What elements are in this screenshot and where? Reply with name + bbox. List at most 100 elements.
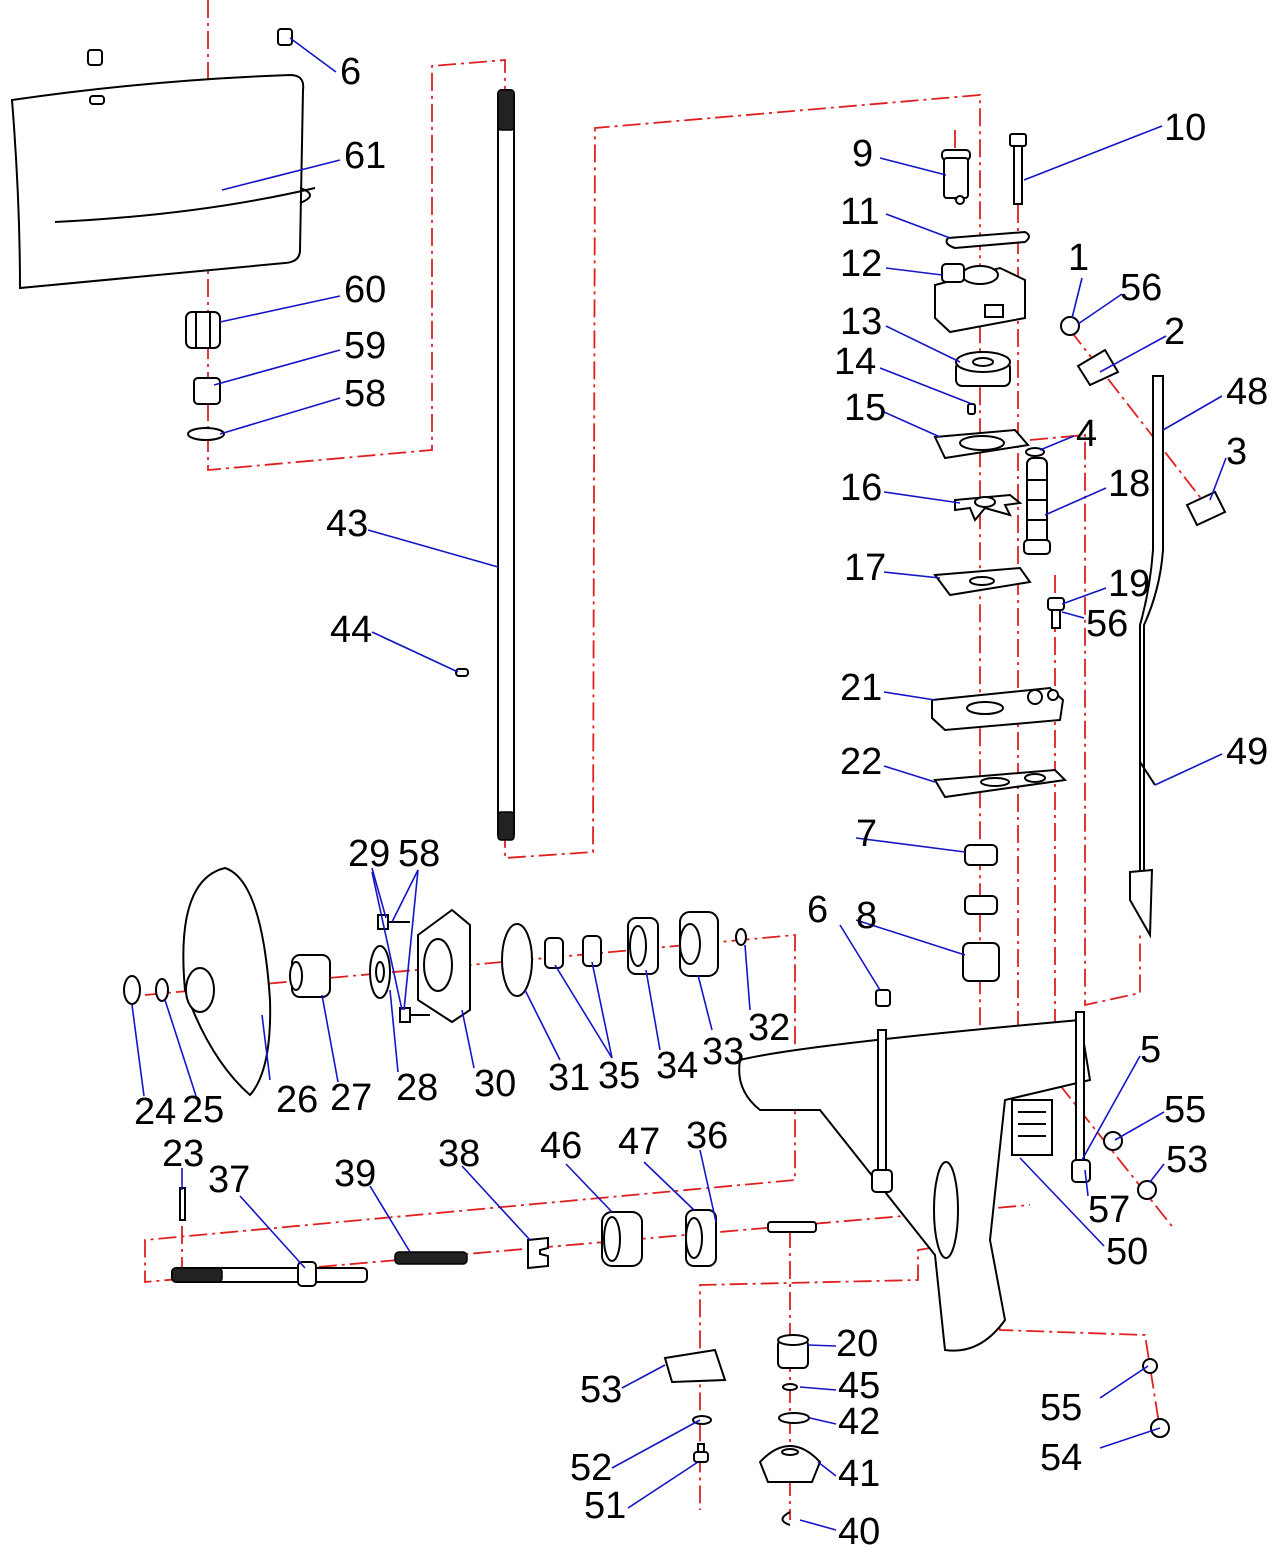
callout-45: 45: [838, 1365, 880, 1407]
callout-55b: 55: [1040, 1387, 1082, 1429]
prop-nut-part-24: [123, 975, 141, 1005]
pump-base-part-21: [931, 686, 1065, 732]
callout-46: 46: [540, 1125, 582, 1167]
callout-14: 14: [834, 341, 876, 383]
leader-line: [1209, 457, 1227, 501]
parts: [10, 28, 1227, 1526]
callout-3: 3: [1226, 431, 1247, 473]
leader-line: [807, 1344, 837, 1347]
callout-47: 47: [618, 1121, 660, 1163]
leader-line: [817, 1461, 837, 1477]
callout-12: 12: [840, 243, 882, 285]
callout-34: 34: [656, 1045, 698, 1087]
leader-line: [261, 1014, 271, 1081]
callout-21: 21: [840, 667, 882, 709]
callout-59: 59: [344, 325, 386, 367]
callout-22: 22: [840, 741, 882, 783]
callout-56b: 56: [1086, 603, 1128, 645]
leader-line: [289, 37, 337, 73]
callout-16: 16: [840, 467, 882, 509]
callout-13: 13: [840, 301, 882, 343]
leader-line: [1044, 487, 1107, 516]
circlip-part-40: [781, 1511, 791, 1526]
washer-part-55: [1103, 1131, 1123, 1151]
leader-line: [403, 869, 419, 1011]
leader-line: [389, 989, 399, 1073]
callout-4: 4: [1076, 413, 1097, 455]
callout-56a: 56: [1120, 267, 1162, 309]
callout-44: 44: [330, 609, 372, 651]
callout-1: 1: [1068, 237, 1089, 279]
leader-line: [1099, 335, 1167, 373]
leader-line: [164, 999, 197, 1097]
bolt-part-29b: [399, 1007, 430, 1023]
leader-line: [885, 267, 943, 276]
washer-part-42: [778, 1412, 810, 1424]
bearing-carrier-part-30: [417, 908, 471, 1024]
callout-28: 28: [396, 1067, 438, 1109]
callout-57: 57: [1088, 1189, 1130, 1231]
callout-41: 41: [838, 1453, 880, 1495]
leader-line: [1084, 1169, 1089, 1197]
bushing-part-35a: [544, 937, 564, 969]
link-plate-part-11: [945, 230, 1030, 250]
leader-line: [591, 961, 613, 1059]
hub-part-27: [289, 954, 331, 998]
leader-line: [371, 871, 403, 1011]
spring-part-39: [394, 1251, 468, 1265]
leader-line: [883, 491, 961, 504]
leader-line: [219, 295, 341, 323]
gear-part-41: [758, 1445, 822, 1483]
leader-line: [621, 1364, 666, 1389]
callout-19: 19: [1108, 563, 1150, 605]
leader-line: [1061, 611, 1085, 619]
callout-61: 61: [344, 135, 386, 177]
callout-49: 49: [1226, 731, 1268, 773]
callout-55a: 55: [1164, 1089, 1206, 1131]
bushing-part-8: [962, 942, 1000, 982]
leader-line: [1077, 293, 1123, 325]
leader-line: [131, 1004, 145, 1097]
propeller-shaft-part-37: [171, 1261, 368, 1287]
leader-line: [744, 944, 751, 1011]
leader-line: [799, 1519, 837, 1531]
ring-part-4: [1025, 447, 1045, 457]
leader-line: [883, 691, 936, 701]
callout-35: 35: [598, 1055, 640, 1097]
bushing-part-8a: [964, 895, 998, 915]
callout-11: 11: [840, 191, 879, 233]
callout-6b: 6: [807, 889, 828, 931]
callout-31: 31: [548, 1057, 590, 1099]
plug-part-6b: [875, 989, 891, 1007]
callout-40: 40: [838, 1511, 880, 1553]
leader-line: [1061, 587, 1107, 605]
callout-25: 25: [182, 1089, 224, 1131]
plug-part-54: [1137, 1180, 1157, 1200]
gasket-part-15: [933, 428, 1030, 460]
housing-part-12: [934, 263, 1026, 334]
leader-line: [1019, 1157, 1105, 1247]
callout-50: 50: [1106, 1231, 1148, 1273]
callout-10: 10: [1164, 107, 1206, 149]
callout-32: 32: [748, 1007, 790, 1049]
leader-line: [879, 367, 973, 405]
pin-part-49: [1139, 761, 1156, 786]
callout-39: 39: [334, 1153, 376, 1195]
leader-line: [371, 867, 387, 919]
leader-line: [461, 1165, 531, 1241]
nut-part-56: [1060, 316, 1080, 336]
leader-line: [321, 994, 339, 1083]
leader-line: [554, 964, 613, 1059]
callout-54b: 54: [1040, 1437, 1082, 1479]
callout-33: 33: [702, 1031, 744, 1073]
leader-line: [1099, 1365, 1149, 1399]
callout-2: 2: [1164, 311, 1185, 353]
o-ring-part-31: [501, 923, 533, 997]
leader-line: [213, 349, 341, 386]
leader-line: [697, 974, 713, 1031]
callout-30: 30: [474, 1063, 516, 1105]
callout-7: 7: [856, 813, 877, 855]
callout-54a: 53: [1166, 1139, 1208, 1181]
leader-line: [1081, 1055, 1141, 1161]
plug-part-6: [277, 28, 293, 46]
